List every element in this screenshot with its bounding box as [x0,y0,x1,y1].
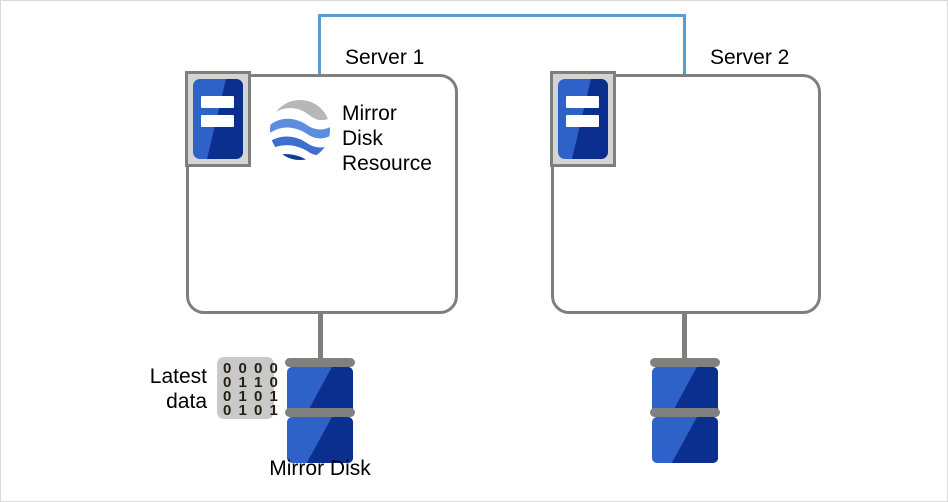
disk-plate-middle [285,408,355,417]
server-icon-bar-top [201,95,234,108]
disk-body-lower [652,417,718,463]
binary-row: 0 1 0 1 [223,388,280,405]
server-interconnect-top-line [318,14,686,17]
server-icon-body [193,79,243,159]
latest-data-label: Latest data [149,365,207,413]
mirror-disk-1 [285,358,355,463]
binary-row: 0 1 1 0 [223,374,280,391]
disk-shading [671,417,718,463]
mirror-disk-resource-icon [269,99,331,161]
disk-body-lower [287,417,353,463]
latest-data-chip: 0 0 0 0 0 1 1 0 0 1 0 1 0 1 0 1 [217,357,280,419]
binary-row: 0 1 0 1 [223,402,280,419]
server-1-label: Server 1 [345,46,425,69]
server-icon-body [558,79,608,159]
mirror-disk-2 [650,358,720,463]
disk-plate-top [285,358,355,367]
server-2-label: Server 2 [710,46,790,69]
disk-body-upper [652,367,718,413]
disk-shading [306,367,353,413]
mirror-disk-1-caption: Mirror Disk [269,457,371,480]
disk-plate-top [650,358,720,367]
server-2-box [551,74,821,314]
server-interconnect-left-line [318,14,321,76]
binary-row: 0 0 0 0 [223,360,280,377]
mirror-disk-resource-label: Mirror Disk Resource [342,102,432,175]
server-icon-bar-bottom [566,115,599,127]
server-icon-bar-bottom [201,115,234,127]
server-2-disk-connector [682,314,687,362]
server-icon-bar-top [566,95,599,108]
server-icon [550,71,616,167]
disk-shading [671,367,718,413]
server-1-disk-connector [318,314,323,362]
server-interconnect-right-line [683,14,686,76]
server-icon [185,71,251,167]
disk-body-upper [287,367,353,413]
disk-plate-middle [650,408,720,417]
